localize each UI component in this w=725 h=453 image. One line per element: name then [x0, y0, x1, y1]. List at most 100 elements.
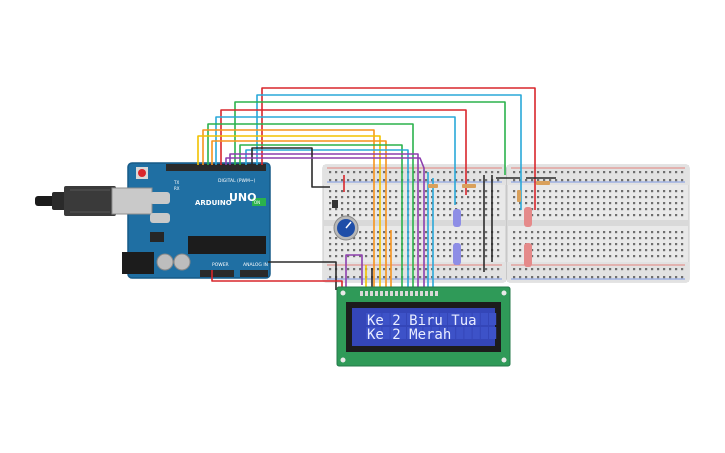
- breadboard-hole: [485, 243, 488, 246]
- breadboard-hole: [449, 276, 452, 279]
- analog-header[interactable]: [240, 270, 268, 277]
- breadboard-hole: [395, 268, 398, 271]
- digital-header[interactable]: [166, 164, 266, 171]
- breadboard-hole: [627, 171, 630, 174]
- breadboard-hole: [419, 255, 422, 258]
- breadboard-hole: [567, 268, 570, 271]
- breadboard-hole: [573, 208, 576, 211]
- breadboard-hole: [437, 190, 440, 193]
- lcd-pin: [435, 291, 438, 296]
- breadboard-hole: [431, 255, 434, 258]
- breadboard-hole: [329, 202, 332, 205]
- breadboard-hole: [461, 171, 464, 174]
- breadboard-hole: [353, 276, 356, 279]
- breadboard-hole: [329, 208, 332, 211]
- breadboard-hole: [645, 243, 648, 246]
- breadboard-hole: [609, 190, 612, 193]
- breadboard-hole: [413, 171, 416, 174]
- wire-orange-2: [211, 140, 387, 290]
- breadboard-hole: [639, 249, 642, 252]
- breadboard-hole: [615, 237, 618, 240]
- breadboard-hole: [461, 214, 464, 217]
- breadboard-hole: [597, 208, 600, 211]
- breadboard-hole: [383, 214, 386, 217]
- breadboard-hole: [419, 276, 422, 279]
- breadboard-hole: [573, 268, 576, 271]
- reset-button-icon[interactable]: [138, 169, 146, 177]
- breadboard-hole: [555, 243, 558, 246]
- leds-red: [524, 207, 532, 267]
- breadboard-hole: [543, 276, 546, 279]
- lcd-pin-header[interactable]: [360, 291, 438, 296]
- breadboard-hole: [573, 237, 576, 240]
- lcd-char-cell: [464, 313, 472, 325]
- lcd-char-cell: [374, 327, 382, 339]
- breadboard-hole: [395, 249, 398, 252]
- breadboard-hole: [675, 179, 678, 182]
- lcd-pin: [390, 291, 393, 296]
- arduino-uno-board[interactable]: ARDUINO UNO DIGITAL (PWM~) POWER ANALOG …: [35, 162, 271, 279]
- lcd-pin: [430, 291, 433, 296]
- lcd-char-cell: [456, 313, 464, 325]
- lcd-char-cell: [489, 313, 497, 325]
- breadboard-hole: [591, 214, 594, 217]
- breadboard-hole: [615, 202, 618, 205]
- breadboard-hole: [497, 179, 500, 182]
- breadboard-right-holes: [513, 171, 684, 279]
- breadboard-hole: [485, 179, 488, 182]
- breadboard-hole: [335, 255, 338, 258]
- breadboard-hole: [675, 255, 678, 258]
- breadboard-hole: [543, 202, 546, 205]
- breadboard-hole: [479, 196, 482, 199]
- breadboard-right[interactable]: [506, 164, 690, 283]
- breadboard-hole: [419, 202, 422, 205]
- breadboard-hole: [669, 237, 672, 240]
- breadboard-hole: [359, 208, 362, 211]
- wires: [197, 87, 556, 290]
- potentiometer[interactable]: [332, 200, 359, 241]
- breadboard-hole: [603, 202, 606, 205]
- breadboard-hole: [425, 249, 428, 252]
- breadboard-hole: [485, 202, 488, 205]
- breadboard-hole: [485, 214, 488, 217]
- lcd-module[interactable]: Ke 2 Biru Tua Ke 2 Merah: [336, 286, 511, 367]
- wire-purple-2: [225, 157, 425, 290]
- breadboard-hole: [419, 231, 422, 234]
- atmega-chip: [188, 236, 266, 254]
- breadboard-hole: [341, 268, 344, 271]
- breadboard-hole: [603, 196, 606, 199]
- breadboard-hole: [497, 276, 500, 279]
- breadboard-hole: [663, 255, 666, 258]
- breadboard-hole: [561, 208, 564, 211]
- breadboard-hole: [573, 196, 576, 199]
- breadboard-hole: [603, 255, 606, 258]
- breadboard-hole: [371, 214, 374, 217]
- breadboard-hole: [365, 231, 368, 234]
- breadboard-hole: [513, 202, 516, 205]
- breadboard-left[interactable]: [322, 164, 507, 283]
- breadboard-hole: [329, 255, 332, 258]
- breadboard-hole: [573, 190, 576, 193]
- breadboard-hole: [579, 255, 582, 258]
- breadboard-hole: [467, 255, 470, 258]
- breadboard-hole: [431, 202, 434, 205]
- breadboard-hole: [353, 196, 356, 199]
- breadboard-hole: [443, 202, 446, 205]
- breadboard-hole: [573, 243, 576, 246]
- breadboard-hole: [383, 243, 386, 246]
- breadboard-hole: [663, 249, 666, 252]
- breadboard-hole: [531, 208, 534, 211]
- breadboard-hole: [585, 237, 588, 240]
- breadboard-hole: [627, 276, 630, 279]
- breadboard-hole: [479, 208, 482, 211]
- breadboard-hole: [485, 208, 488, 211]
- breadboard-hole: [549, 179, 552, 182]
- breadboard-hole: [603, 249, 606, 252]
- breadboard-hole: [639, 268, 642, 271]
- breadboard-hole: [497, 208, 500, 211]
- breadboard-hole: [485, 249, 488, 252]
- breadboard-hole: [657, 249, 660, 252]
- power-header[interactable]: [200, 270, 234, 277]
- breadboard-hole: [621, 190, 624, 193]
